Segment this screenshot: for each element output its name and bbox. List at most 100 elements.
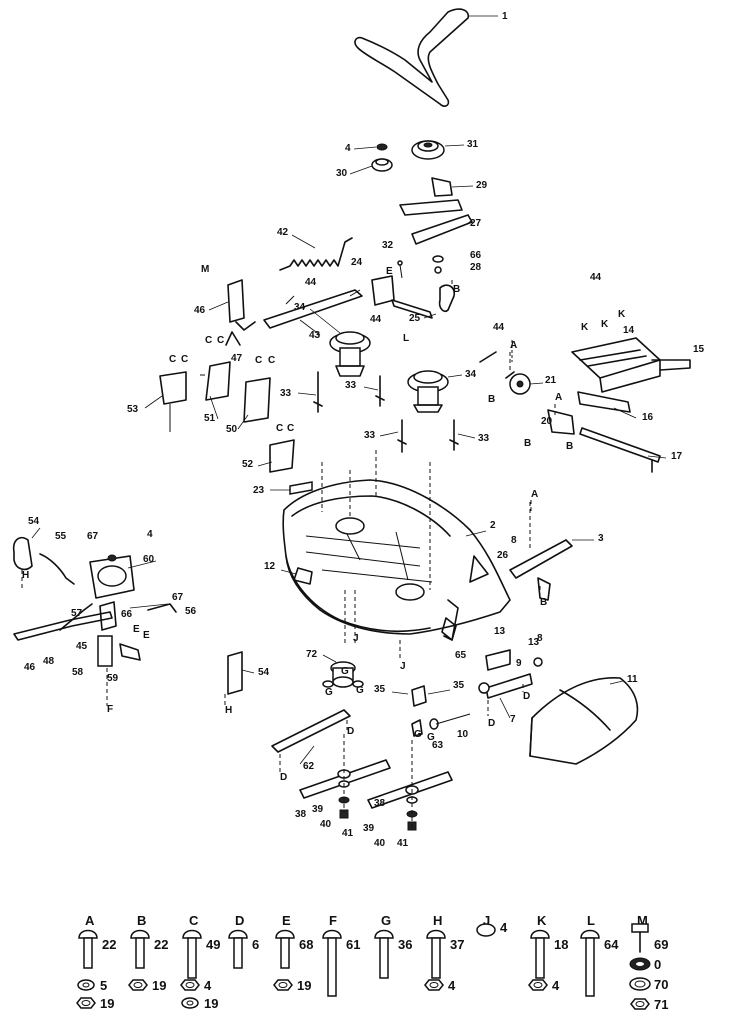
baffle-part	[441, 617, 457, 641]
hardware-part-number: 36	[398, 937, 412, 952]
callout-c57: 57	[71, 608, 83, 619]
hardware-part-number: 49	[206, 937, 220, 952]
washer-icon	[181, 997, 199, 1009]
callout-lC6: C	[268, 355, 275, 366]
hardware-item-number: 19	[297, 978, 311, 993]
hardware-part-number: 4	[500, 920, 508, 935]
callout-lC2: C	[181, 354, 188, 365]
callout-c3: 3	[598, 533, 604, 544]
callout-c53: 53	[127, 404, 139, 415]
hex-nut-icon	[630, 998, 650, 1010]
hardware-leaders	[279, 280, 556, 772]
hardware-letter: B	[137, 913, 146, 928]
callout-lD3: D	[523, 691, 530, 702]
callout-c4a: 4	[345, 143, 351, 154]
hardware-letter: M	[637, 913, 648, 928]
callout-c30: 30	[336, 168, 348, 179]
hardware-item-number: 19	[100, 996, 114, 1011]
blade-assembly-left	[271, 709, 391, 819]
hex-nut-icon	[424, 979, 444, 991]
callout-lB4: B	[540, 597, 547, 608]
hardware-key-L: L64	[580, 913, 619, 997]
hardware-item-number: 4	[448, 978, 456, 993]
callout-c38b: 38	[374, 798, 386, 809]
callout-lC7: C	[276, 423, 283, 434]
washer-icon	[77, 979, 95, 991]
callout-c33b: 33	[345, 380, 357, 391]
callout-c35b: 35	[453, 680, 465, 691]
callout-c59: 59	[107, 673, 119, 684]
callout-lD1: D	[347, 726, 354, 737]
hardware-part-number: 22	[102, 937, 116, 952]
callout-c20: 20	[541, 416, 553, 427]
callout-c31: 31	[467, 139, 479, 150]
flat-washer-icon	[629, 977, 651, 991]
callout-c34a: 34	[294, 302, 306, 313]
hardware-item-number: 5	[100, 978, 107, 993]
callout-c9: 9	[516, 658, 522, 669]
hardware-letter: A	[85, 913, 95, 928]
hardware-item-number: 70	[654, 977, 668, 992]
callout-c41b: 41	[397, 838, 409, 849]
hardware-item-number: 4	[204, 978, 212, 993]
callout-c62: 62	[303, 761, 315, 772]
callout-c10: 10	[457, 729, 469, 740]
callout-c47: 47	[231, 353, 243, 364]
hardware-letter: L	[587, 913, 595, 928]
callout-lE1: E	[386, 266, 393, 277]
hardware-letter: G	[381, 913, 391, 928]
callout-c60: 60	[143, 554, 155, 565]
hardware-item-number: 71	[654, 997, 668, 1012]
lift-bracket-front	[224, 651, 255, 708]
callout-c46b: 46	[24, 662, 36, 673]
callout-c44c: 44	[493, 322, 505, 333]
callout-lC3: C	[205, 335, 212, 346]
hex-nut-icon	[180, 979, 200, 991]
callout-lJ1: J	[353, 633, 359, 644]
callout-lC1: C	[169, 354, 176, 365]
hardware-part-number: 6	[252, 937, 259, 952]
pivot-bracket-rear	[478, 649, 543, 719]
callout-c1: 1	[502, 11, 508, 22]
callout-c32: 32	[382, 240, 394, 251]
callout-lH1: H	[22, 570, 29, 581]
callout-c26: 26	[497, 550, 509, 561]
discharge-chute	[529, 677, 639, 765]
callout-c7: 7	[510, 714, 516, 725]
bolt-icon	[374, 929, 394, 979]
hardware-part-number: 37	[450, 937, 464, 952]
callout-c55: 55	[55, 531, 67, 542]
callout-c72: 72	[306, 649, 318, 660]
callout-lG4: G	[414, 729, 422, 740]
callout-lD4: D	[280, 772, 287, 783]
callout-lG3: G	[356, 685, 364, 696]
callout-lE2: E	[133, 624, 140, 635]
lift-assembly-left	[12, 527, 177, 706]
callout-c12: 12	[264, 561, 276, 572]
callout-lB5: B	[453, 284, 460, 295]
callout-c40a: 40	[320, 819, 332, 830]
callout-lH2: H	[225, 705, 232, 716]
lock-washer-icon	[629, 957, 651, 971]
hardware-item-number: 4	[552, 978, 560, 993]
hardware-part-number: 18	[554, 937, 568, 952]
callout-c39a: 39	[312, 804, 324, 815]
idler-pulley-assembly	[349, 140, 474, 274]
callout-lB3: B	[566, 441, 573, 452]
callout-lE3: E	[143, 630, 150, 641]
hardware-letter: K	[537, 913, 547, 928]
blade-spindle-right	[391, 685, 471, 737]
callout-c40b: 40	[374, 838, 386, 849]
callout-c27: 27	[470, 218, 482, 229]
blade-assembly-right	[367, 740, 453, 831]
lift-frame-right	[571, 337, 691, 473]
callout-c54a: 54	[28, 516, 40, 527]
hardware-key-K: K 18 4	[528, 913, 568, 993]
callout-c33c: 33	[364, 430, 376, 441]
callout-c42: 42	[277, 227, 289, 238]
